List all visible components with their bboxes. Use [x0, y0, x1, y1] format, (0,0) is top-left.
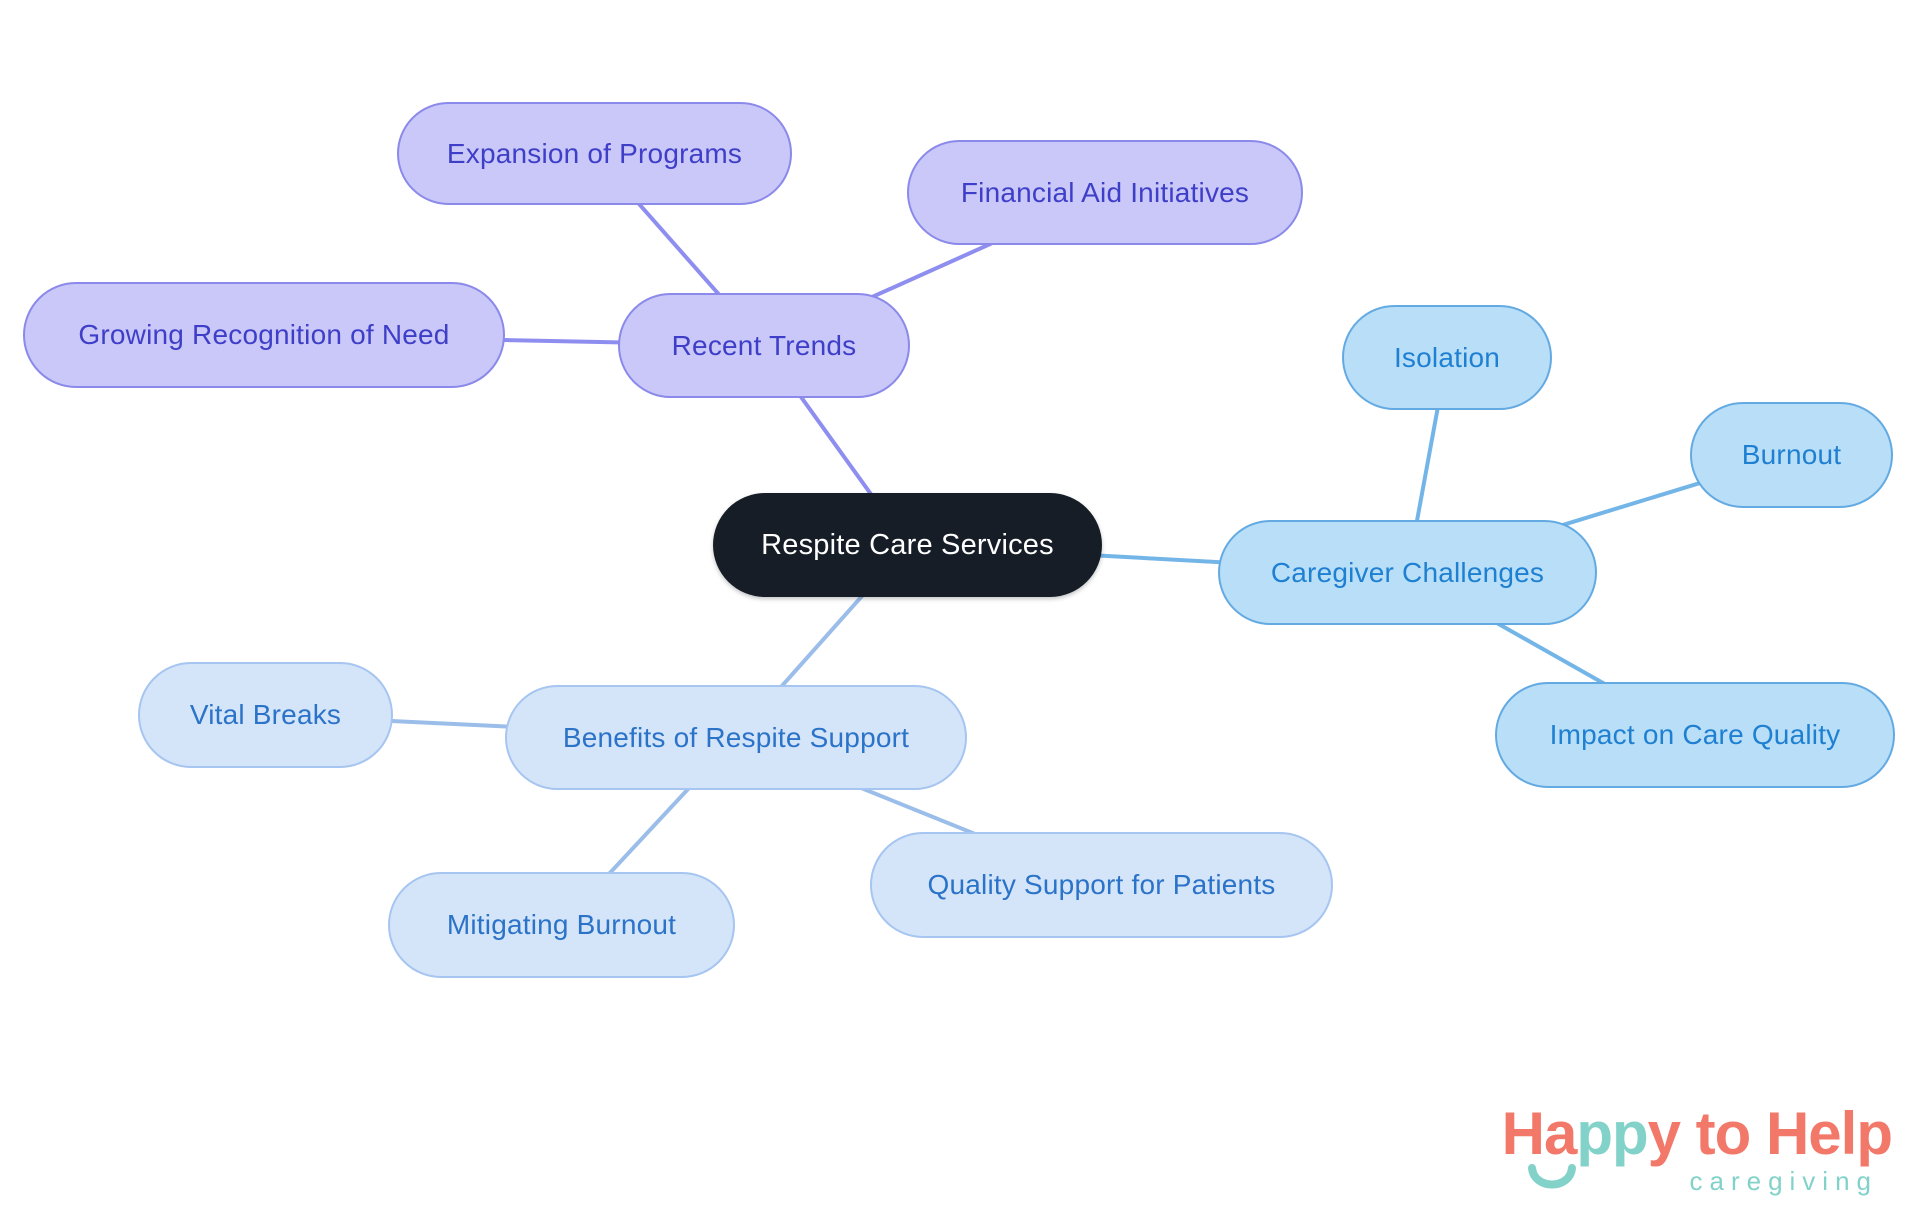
- logo-caregiving-text: caregiving: [1689, 1166, 1878, 1196]
- node-financial-aid-initiatives[interactable]: Financial Aid Initiatives: [907, 140, 1303, 245]
- node-recent-trends[interactable]: Recent Trends: [618, 293, 910, 398]
- smile-icon: [1528, 1164, 1576, 1189]
- node-burnout[interactable]: Burnout: [1690, 402, 1893, 508]
- node-respite-care-services[interactable]: Respite Care Services: [713, 493, 1102, 597]
- node-expansion-of-programs[interactable]: Expansion of Programs: [397, 102, 792, 205]
- node-caregiver-challenges[interactable]: Caregiver Challenges: [1218, 520, 1597, 625]
- logo-part-y-to-help: y to Help: [1647, 1100, 1893, 1167]
- node-mitigating-burnout[interactable]: Mitigating Burnout: [388, 872, 735, 978]
- node-benefits-of-respite-support[interactable]: Benefits of Respite Support: [505, 685, 967, 790]
- node-isolation[interactable]: Isolation: [1342, 305, 1552, 410]
- node-vital-breaks[interactable]: Vital Breaks: [138, 662, 393, 768]
- logo-part-pp: pp: [1576, 1100, 1648, 1167]
- node-quality-support-for-patients[interactable]: Quality Support for Patients: [870, 832, 1333, 938]
- logo-wordmark: Happy to Help: [1422, 1104, 1893, 1164]
- node-impact-on-care-quality[interactable]: Impact on Care Quality: [1495, 682, 1895, 788]
- happy-to-help-logo: Happy to Help caregiving: [1422, 1104, 1893, 1204]
- logo-part-ha: Ha: [1501, 1100, 1578, 1167]
- node-growing-recognition-of-need[interactable]: Growing Recognition of Need: [23, 282, 505, 388]
